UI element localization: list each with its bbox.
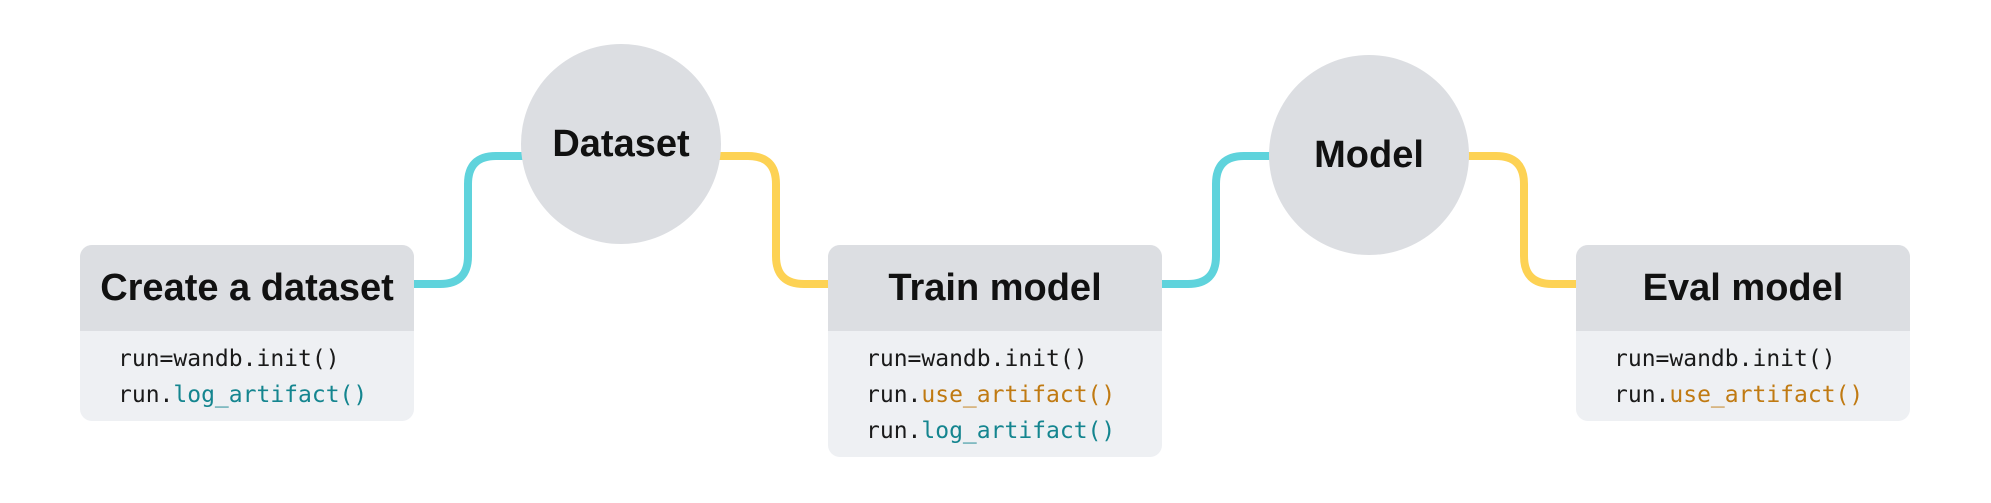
model-artifact-label: Model <box>1314 133 1424 176</box>
use-artifact-call: use_artifact() <box>1669 382 1864 408</box>
train-model-card-header: Train model <box>828 245 1162 331</box>
use-artifact-call: use_artifact() <box>921 382 1116 408</box>
code-line-init: run=wandb.init() <box>118 346 340 372</box>
code-prefix: run. <box>866 418 922 444</box>
eval-model-title: Eval model <box>1642 266 1844 309</box>
model-artifact-node: Model <box>1269 55 1469 255</box>
log-artifact-call: log_artifact() <box>173 382 368 408</box>
connector-dataset-to-train <box>715 152 834 288</box>
code-line-use-artifact: run.use_artifact() <box>866 377 1162 413</box>
train-model-title: Train model <box>888 266 1102 309</box>
dataset-artifact-node: Dataset <box>521 44 721 244</box>
code-prefix: run. <box>866 382 922 408</box>
create-dataset-code: run=wandb.init() run.log_artifact() <box>80 331 414 421</box>
eval-model-code: run=wandb.init() run.use_artifact() <box>1576 331 1910 421</box>
connector-model-to-eval <box>1463 152 1582 288</box>
code-prefix: run. <box>118 382 174 408</box>
code-line-use-artifact: run.use_artifact() <box>1614 377 1910 413</box>
log-artifact-call: log_artifact() <box>921 418 1116 444</box>
code-prefix: run. <box>1614 382 1670 408</box>
train-model-code: run=wandb.init() run.use_artifact() run.… <box>828 331 1162 457</box>
eval-model-card-header: Eval model <box>1576 245 1910 331</box>
create-dataset-title: Create a dataset <box>100 266 394 309</box>
connector-create-to-dataset <box>410 152 527 288</box>
create-dataset-card-header: Create a dataset <box>80 245 414 331</box>
dataset-artifact-label: Dataset <box>552 122 690 165</box>
eval-model-card: Eval model run=wandb.init() run.use_arti… <box>1576 245 1910 421</box>
train-model-card: Train model run=wandb.init() run.use_art… <box>828 245 1162 457</box>
code-line-init: run=wandb.init() <box>1614 346 1836 372</box>
connector-train-to-model <box>1158 152 1275 288</box>
code-line-init: run=wandb.init() <box>866 346 1088 372</box>
code-line-log-artifact: run.log_artifact() <box>866 413 1162 449</box>
create-dataset-card: Create a dataset run=wandb.init() run.lo… <box>80 245 414 421</box>
code-line-log-artifact: run.log_artifact() <box>118 377 414 413</box>
